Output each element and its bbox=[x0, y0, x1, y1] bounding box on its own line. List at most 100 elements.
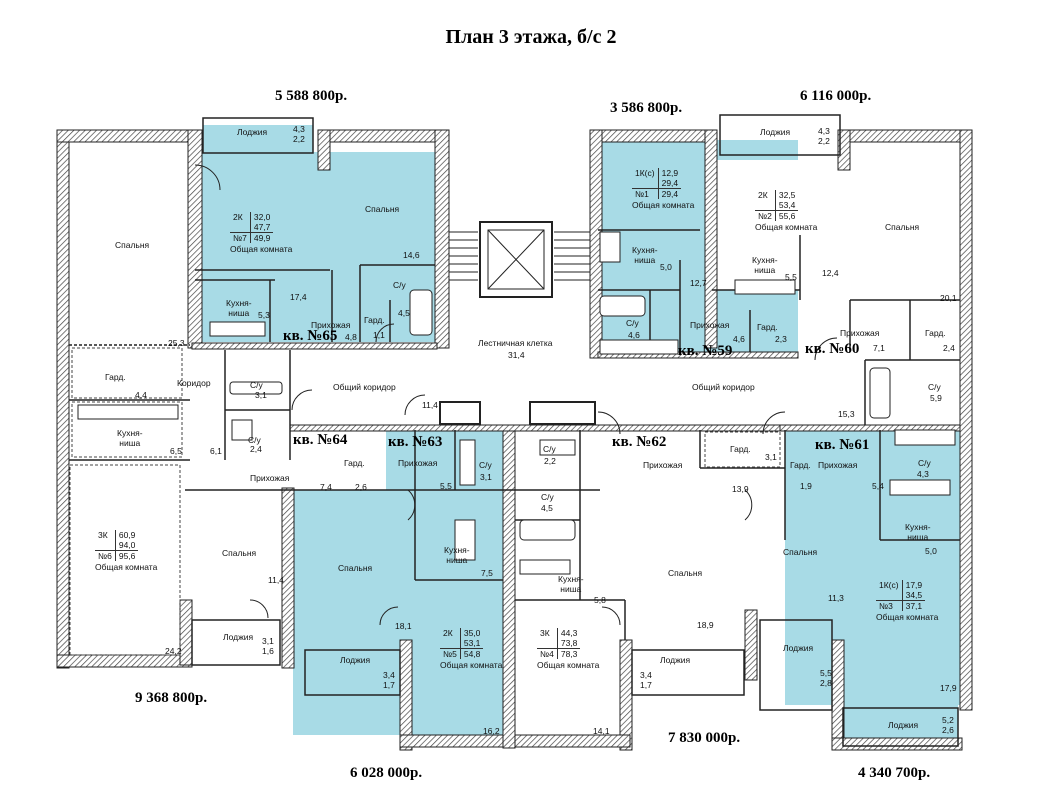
room-bedroom: Спальня bbox=[222, 548, 257, 558]
area-value: 3,4 1,7 bbox=[383, 670, 395, 690]
room-kitchen: Кухня- ниша bbox=[558, 574, 584, 594]
room-wardrobe: Гард. bbox=[344, 458, 365, 468]
room-loggia: Лоджия bbox=[760, 127, 791, 137]
infobox-caption: Общая комната bbox=[876, 612, 939, 622]
room-wc: С/у bbox=[393, 280, 406, 290]
apt-label-62[interactable]: кв. №62 bbox=[612, 434, 667, 450]
loggia-outlines bbox=[191, 114, 959, 747]
room-wc: С/у bbox=[928, 382, 941, 392]
room-hall: Прихожая bbox=[818, 460, 858, 470]
infobox-caption: Общая комната bbox=[755, 222, 818, 232]
apt61-fill bbox=[785, 430, 960, 705]
infobox-area-full: 95,6 bbox=[118, 551, 136, 561]
room-bedroom: Спальня bbox=[338, 563, 373, 573]
area-value: 11,4 bbox=[422, 400, 438, 410]
area-value: 15,3 bbox=[838, 409, 855, 419]
area-value: 3,1 bbox=[765, 452, 777, 462]
infobox-area-full: 29,4 bbox=[661, 189, 679, 199]
apt59-white bbox=[712, 160, 802, 290]
area-value: 4,6 bbox=[733, 334, 745, 344]
area-value: 3,4 1,7 bbox=[640, 670, 652, 690]
area-value: 17,4 bbox=[290, 292, 307, 302]
room-wardrobe: Гард. bbox=[364, 315, 385, 325]
area-value: 4,5 bbox=[541, 503, 553, 513]
area-value: 12,7 bbox=[690, 278, 707, 288]
infobox-caption: Общая комната bbox=[537, 660, 600, 670]
apt65-loggia-fill bbox=[203, 125, 313, 155]
area-value: 20,1 bbox=[940, 293, 957, 303]
area-value: 2,4 bbox=[250, 444, 262, 454]
room-bedroom: Спальня bbox=[885, 222, 920, 232]
infobox-type: 1К(с) bbox=[876, 580, 903, 590]
apt-label-59[interactable]: кв. №59 bbox=[678, 343, 733, 359]
price-apt61: 4 340 700р. bbox=[858, 765, 931, 781]
apt65-fill bbox=[195, 152, 435, 342]
room-kitchen: Кухня- ниша bbox=[226, 298, 252, 318]
area-value: 7,5 bbox=[481, 568, 493, 578]
area-value: 11,3 bbox=[828, 593, 844, 603]
infobox-caption: Общая комната bbox=[230, 244, 293, 254]
room-wardrobe: Гард. bbox=[105, 372, 126, 382]
infobox-area-full: 55,6 bbox=[778, 211, 796, 221]
infobox-number: №7 bbox=[230, 232, 251, 243]
area-value: 6,5 bbox=[170, 446, 182, 456]
area-value: 2,3 bbox=[775, 334, 787, 344]
price-apt60: 6 116 000р. bbox=[800, 88, 872, 104]
area-value: 5,9 bbox=[930, 393, 942, 403]
room-bedroom: Спальня bbox=[365, 204, 400, 214]
infobox-area-living: 44,3 bbox=[560, 628, 578, 638]
room-wc: С/у bbox=[918, 458, 931, 468]
area-value: 4,6 bbox=[628, 330, 640, 340]
apt-label-64[interactable]: кв. №64 bbox=[293, 432, 348, 448]
room-common-corridor: Общий коридор bbox=[692, 382, 755, 392]
infobox-number: №6 bbox=[95, 550, 116, 561]
room-kitchen: Кухня- ниша bbox=[444, 545, 470, 565]
room-loggia: Лоджия bbox=[888, 720, 919, 730]
area-value: 2,6 bbox=[355, 482, 367, 492]
infobox-number: №5 bbox=[440, 648, 461, 659]
infobox-type: 2К bbox=[440, 628, 461, 638]
room-wardrobe: Гард. bbox=[790, 460, 811, 470]
room-bedroom: Спальня bbox=[783, 547, 818, 557]
room-loggia: Лоджия bbox=[223, 632, 254, 642]
room-kitchen: Кухня- ниша bbox=[117, 428, 143, 448]
area-value: 5,4 bbox=[872, 481, 884, 491]
area-value: 7,1 bbox=[873, 343, 885, 353]
room-loggia: Лоджия bbox=[237, 127, 268, 137]
area-value: 3,1 1,6 bbox=[262, 636, 274, 656]
price-apt64: 9 368 800р. bbox=[135, 690, 208, 706]
apt63-loggia-fill bbox=[320, 650, 410, 690]
price-apt65: 5 588 800р. bbox=[275, 88, 348, 104]
area-value: 2,4 bbox=[943, 343, 955, 353]
outer-walls bbox=[56, 129, 973, 751]
infobox-number: №1 bbox=[632, 188, 659, 199]
dashed-outlines bbox=[69, 347, 781, 656]
infobox-area-living: 32,5 bbox=[778, 190, 796, 200]
infobox-type: 2К bbox=[230, 212, 251, 222]
area-value: 5,0 bbox=[660, 262, 672, 272]
area-value: 5,3 bbox=[258, 310, 270, 320]
infobox-area-full: 54,8 bbox=[463, 649, 481, 659]
room-hall: Прихожая bbox=[840, 328, 880, 338]
plan-title: План 3 этажа, б/с 2 bbox=[445, 26, 617, 48]
room-loggia: Лоджия bbox=[660, 655, 691, 665]
area-value: 1,9 bbox=[800, 481, 812, 491]
room-hall: Прихожая bbox=[311, 320, 351, 330]
inner-walls bbox=[69, 229, 960, 640]
room-wc: С/у bbox=[479, 460, 492, 470]
apt-label-60[interactable]: кв. №60 bbox=[805, 341, 860, 357]
area-value: 3,1 bbox=[255, 390, 267, 400]
room-loggia: Лоджия bbox=[783, 643, 814, 653]
room-bedroom: Спальня bbox=[115, 240, 150, 250]
area-value: 6,1 bbox=[210, 446, 222, 456]
room-bedroom: Спальня bbox=[668, 568, 703, 578]
area-value: 4,3 2,2 bbox=[818, 126, 830, 146]
apt-label-65[interactable]: кв. №65 bbox=[283, 328, 338, 344]
apt-label-61[interactable]: кв. №61 bbox=[815, 437, 870, 453]
area-value: 24,2 bbox=[165, 646, 182, 656]
apt-label-63[interactable]: кв. №63 bbox=[388, 434, 443, 450]
infobox-area-living: 32,0 bbox=[253, 212, 271, 222]
